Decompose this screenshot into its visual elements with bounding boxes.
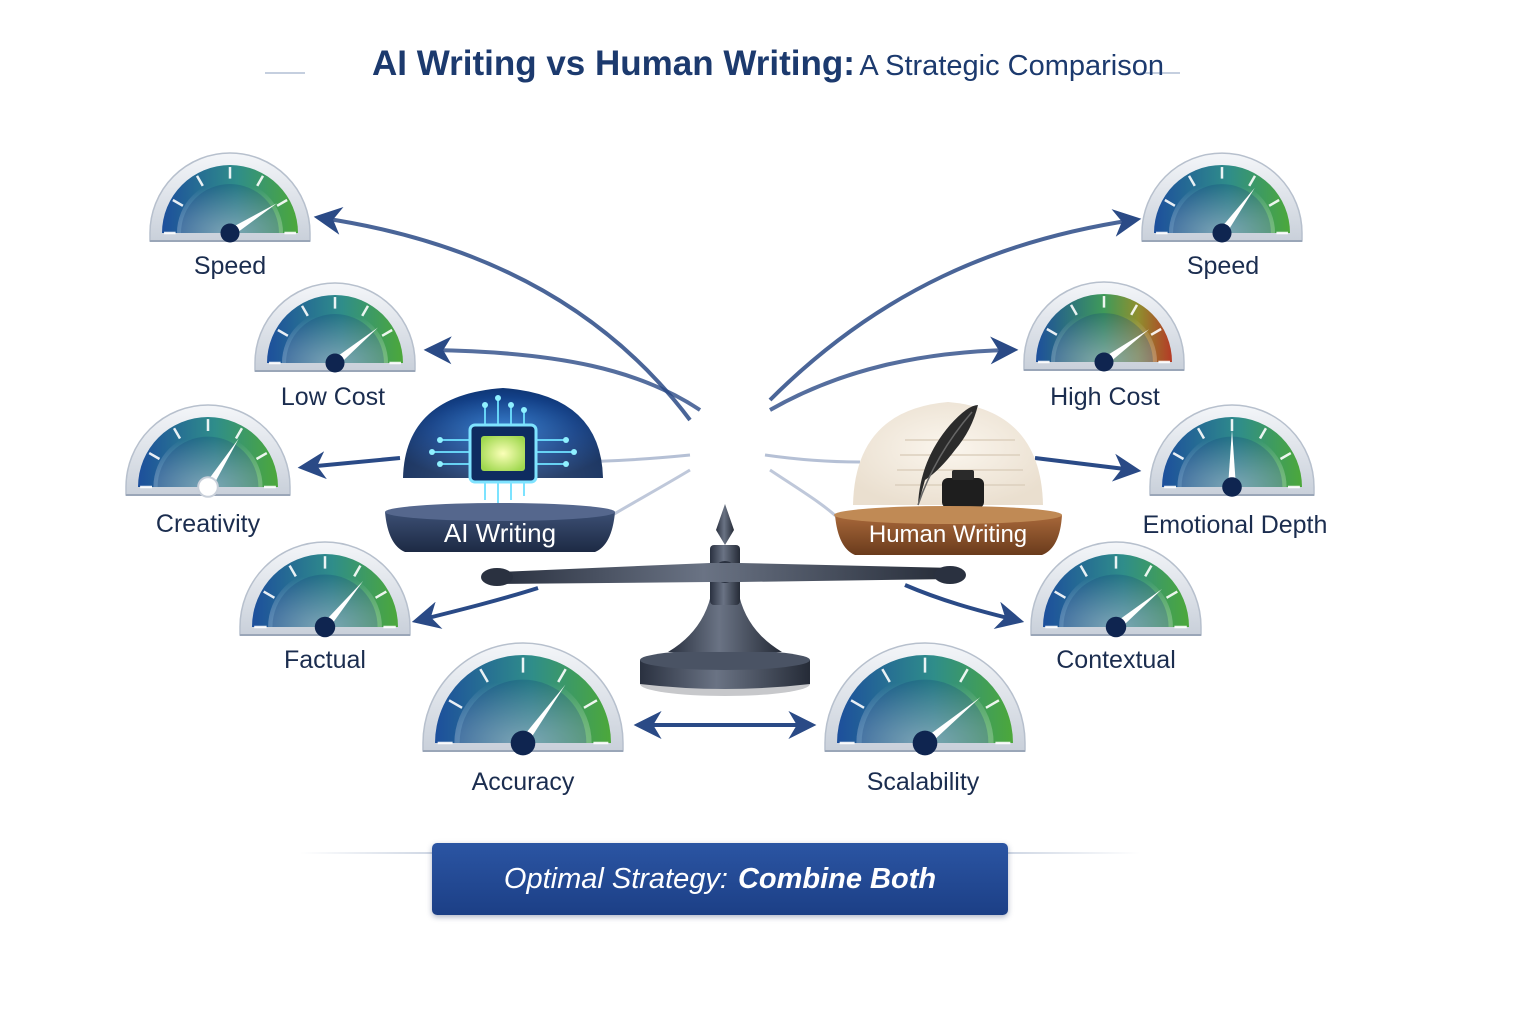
ai-low-cost-label: Low Cost: [280, 383, 386, 411]
ai-low-cost-gauge: [254, 282, 416, 373]
banner-emphasis: Combine Both: [737, 862, 937, 895]
arrow-to-ai-speed: [313, 207, 692, 422]
arrow-to-ai-low-cost: [423, 336, 702, 412]
banner-rule-left: [300, 852, 432, 854]
human-speed-gauge: [1141, 152, 1303, 243]
arrow-to-human-high-cost: [769, 336, 1019, 412]
ai-factual-gauge: [239, 541, 411, 638]
human-high-cost-gauge: [1023, 281, 1185, 372]
human-emotional-depth-label: Emotional Depth: [1142, 511, 1328, 539]
arrow-to-human-speed: [768, 209, 1142, 402]
quill-icon: [917, 405, 978, 506]
ai-writing-label: AI Writing: [443, 518, 557, 548]
ai-factual-label: Factual: [284, 646, 366, 674]
ai-writing-pan: [385, 388, 615, 552]
banner-rule-right: [1008, 852, 1140, 854]
inkwell-icon: [942, 470, 984, 508]
cpu-chip-icon: [429, 395, 577, 505]
page-title: AI Writing vs Human Writing: A Strategic…: [0, 44, 1536, 84]
ai-speed-label: Speed: [193, 252, 267, 280]
human-emotional-depth-gauge: [1149, 404, 1315, 497]
arrow-to-ai-factual: [411, 586, 539, 629]
human-speed-label: Speed: [1186, 252, 1260, 280]
ai-creativity-label: Creativity: [155, 510, 261, 538]
title-rule-left: [265, 72, 305, 74]
human-scalability-label: Scalability: [866, 768, 980, 796]
title-rest: A Strategic Comparison: [859, 50, 1164, 82]
gauges-layer: [125, 152, 1315, 756]
title-bold: AI Writing vs Human Writing:: [372, 44, 855, 83]
arrow-to-ai-creativity: [297, 451, 401, 480]
ai-speed-gauge: [149, 152, 311, 243]
ai-accuracy-gauge: [422, 642, 624, 756]
arrow-to-human-contextual: [904, 583, 1025, 629]
arrow-fade-right: [764, 453, 861, 464]
ai-creativity-gauge: [125, 404, 291, 498]
balance-scale: [481, 504, 966, 696]
human-contextual-label: Contextual: [1056, 646, 1176, 674]
human-writing-pan: [834, 402, 1062, 555]
banner-prefix: Optimal Strategy:: [503, 862, 728, 895]
arrow-to-human-emotional: [1034, 453, 1142, 482]
human-scalability-gauge: [824, 642, 1026, 756]
strategy-banner: Optimal Strategy: Combine Both: [432, 843, 1008, 915]
human-high-cost-label: High Cost: [1050, 383, 1160, 411]
human-contextual-gauge: [1030, 541, 1202, 638]
title-rule-right: [1140, 72, 1180, 74]
ai-accuracy-label: Accuracy: [471, 768, 575, 796]
human-writing-label: Human Writing: [868, 521, 1028, 548]
